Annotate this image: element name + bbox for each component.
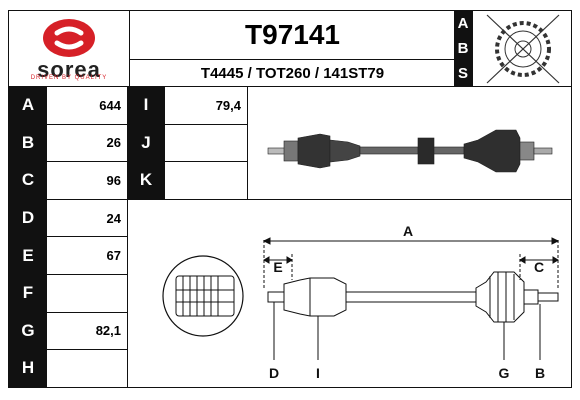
- technical-diagram: A E C D I G B: [127, 199, 571, 387]
- dim-letter: B: [9, 124, 47, 162]
- product-photo: [247, 86, 571, 199]
- dim-value: [165, 125, 247, 162]
- dim-letter: C: [9, 162, 47, 199]
- dim-letter: D: [9, 199, 47, 237]
- dim-letter: F: [9, 275, 47, 312]
- dim-value: 26: [106, 135, 121, 151]
- abs-label-b: B: [454, 36, 472, 61]
- dim-value: 67: [106, 248, 121, 264]
- diagram-label-b: B: [535, 365, 545, 381]
- dim-row-right-1: J: [127, 123, 247, 162]
- brand-logo: sorea DRIVEN BY QUALITY: [9, 11, 129, 86]
- dim-value: 79,4: [215, 97, 241, 113]
- dim-letter: G: [9, 312, 47, 350]
- brand-tagline: DRIVEN BY QUALITY: [30, 75, 108, 81]
- title-block: T97141 T4445 / TOT260 / 141ST79: [129, 11, 455, 87]
- abs-label-s: S: [454, 61, 472, 86]
- dim-row-right-2: K: [127, 161, 247, 199]
- dim-value: 644: [99, 97, 121, 113]
- abs-label-a: A: [454, 11, 472, 36]
- diagram-label-a: A: [403, 223, 413, 239]
- dim-row-right-0: I 79,4: [127, 86, 247, 124]
- diagram-label-i: I: [316, 365, 320, 381]
- diagram-label-e: E: [273, 259, 282, 275]
- dim-value: [165, 162, 247, 199]
- cross-references: T4445 / TOT260 / 141ST79: [130, 59, 455, 87]
- dim-row-4: E 67: [9, 236, 127, 274]
- dim-row-1: B 26: [9, 123, 127, 162]
- part-number: T97141: [245, 19, 340, 50]
- dim-letter: E: [9, 237, 47, 274]
- no-abs-icon: [472, 11, 571, 86]
- diagram-label-g: G: [499, 365, 510, 381]
- dim-letter: A: [9, 87, 47, 124]
- dim-row-3: D 24: [9, 198, 127, 237]
- diagram-label-c: C: [534, 259, 544, 275]
- dim-row-5: F: [9, 274, 127, 312]
- dim-letter: I: [127, 87, 165, 124]
- dim-letter: K: [127, 162, 165, 199]
- dim-letter: J: [127, 124, 165, 162]
- dim-row-7: H: [9, 349, 127, 387]
- dim-value: 82,1: [95, 323, 121, 339]
- brand-name: sorea: [37, 57, 101, 82]
- dim-value: 24: [106, 210, 121, 226]
- dim-value: [47, 350, 127, 387]
- dim-value: [47, 275, 127, 312]
- dim-row-0: A 644: [9, 86, 127, 124]
- dim-letter: H: [9, 350, 47, 387]
- dim-row-6: G 82,1: [9, 311, 127, 350]
- spec-sheet: sorea DRIVEN BY QUALITY T97141 T4445 / T…: [8, 10, 572, 388]
- dim-value: 96: [106, 172, 121, 188]
- diagram-label-d: D: [269, 365, 279, 381]
- dim-row-2: C 96: [9, 161, 127, 199]
- sorea-logo-icon: [43, 19, 95, 57]
